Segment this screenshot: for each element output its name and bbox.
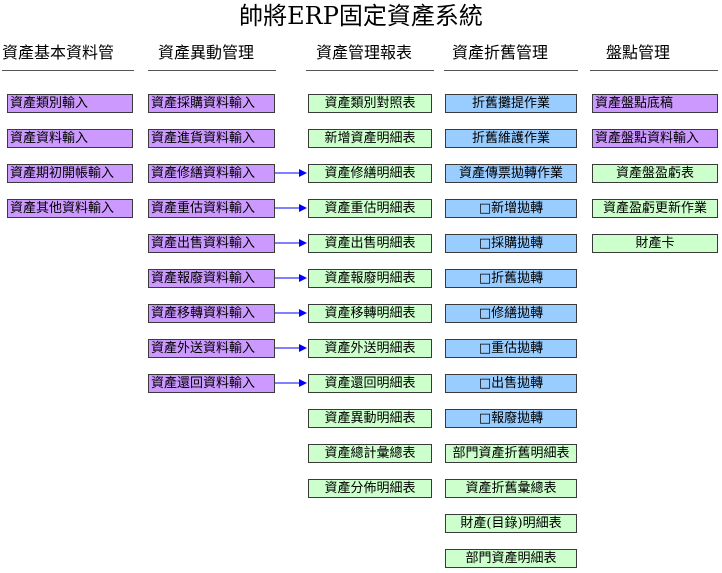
header-asset-changes: 資產異動管理 xyxy=(158,43,255,62)
header-depreciation: 資產折舊管理 xyxy=(452,43,549,62)
btn-gain-loss-update[interactable]: 資產盈虧更新作業 xyxy=(592,199,718,218)
btn-transfer-report[interactable]: 資產移轉明細表 xyxy=(308,304,432,323)
btn-total-summary-report[interactable]: 資產總計彙總表 xyxy=(308,444,432,463)
btn-other-data-input[interactable]: 資產其他資料輸入 xyxy=(7,199,133,218)
btn-send-out-report[interactable]: 資產外送明細表 xyxy=(308,339,432,358)
btn-repair-report[interactable]: 資產修繕明細表 xyxy=(308,164,432,183)
diagram-title: 帥將ERP固定資產系統 xyxy=(239,2,483,30)
header-inventory: 盤點管理 xyxy=(606,43,671,62)
btn-sale-report[interactable]: 資產出售明細表 xyxy=(308,234,432,253)
btn-asset-category-input[interactable]: 資產類別輸入 xyxy=(7,94,133,113)
btn-transfer-purchase[interactable]: □採購拋轉 xyxy=(445,234,577,253)
btn-property-card[interactable]: 財產卡 xyxy=(592,234,718,253)
btn-return-input[interactable]: 資產還回資料輸入 xyxy=(148,374,275,393)
header-rule xyxy=(306,70,434,71)
btn-transfer-new[interactable]: □新增拋轉 xyxy=(445,199,577,218)
btn-depreciation-run[interactable]: 折舊攤提作業 xyxy=(445,94,577,113)
btn-revaluation-input[interactable]: 資產重估資料輸入 xyxy=(148,199,275,218)
btn-distribution-report[interactable]: 資產分佈明細表 xyxy=(308,479,432,498)
header-rule xyxy=(2,70,134,71)
header-rule xyxy=(148,70,276,71)
header-basic-data: 資產基本資料管 xyxy=(2,43,115,62)
btn-repair-input[interactable]: 資產修繕資料輸入 xyxy=(148,164,275,183)
btn-transfer-depreciation[interactable]: □折舊拋轉 xyxy=(445,269,577,288)
btn-scrap-input[interactable]: 資產報廢資料輸入 xyxy=(148,269,275,288)
btn-inventory-data-input[interactable]: 資產盤點資料輸入 xyxy=(592,129,718,148)
btn-category-reference-report[interactable]: 資產類別對照表 xyxy=(308,94,432,113)
header-rule xyxy=(444,70,578,71)
btn-inventory-gain-loss-report[interactable]: 資產盤盈虧表 xyxy=(592,164,718,183)
btn-dept-depreciation-report[interactable]: 部門資產折舊明細表 xyxy=(445,444,577,463)
btn-send-out-input[interactable]: 資產外送資料輸入 xyxy=(148,339,275,358)
btn-transfer-repair[interactable]: □修繕拋轉 xyxy=(445,304,577,323)
btn-transfer-sale[interactable]: □出售拋轉 xyxy=(445,374,577,393)
btn-sale-input[interactable]: 資產出售資料輸入 xyxy=(148,234,275,253)
btn-asset-data-input[interactable]: 資產資料輸入 xyxy=(7,129,133,148)
btn-transfer-input[interactable]: 資產移轉資料輸入 xyxy=(148,304,275,323)
btn-receiving-input[interactable]: 資產進貨資料輸入 xyxy=(148,129,275,148)
btn-return-report[interactable]: 資產還回明細表 xyxy=(308,374,432,393)
btn-revaluation-report[interactable]: 資產重估明細表 xyxy=(308,199,432,218)
btn-opening-balance-input[interactable]: 資產期初開帳輸入 xyxy=(7,164,133,183)
btn-change-report[interactable]: 資產異動明細表 xyxy=(308,409,432,428)
header-rule xyxy=(590,70,718,71)
btn-new-asset-report[interactable]: 新增資產明細表 xyxy=(308,129,432,148)
header-reports: 資產管理報表 xyxy=(316,43,413,62)
btn-property-catalog-report[interactable]: 財產(目錄)明細表 xyxy=(445,514,577,533)
btn-dept-asset-report[interactable]: 部門資產明細表 xyxy=(445,549,577,568)
btn-depreciation-maintenance[interactable]: 折舊維護作業 xyxy=(445,129,577,148)
btn-transfer-scrap[interactable]: □報廢拋轉 xyxy=(445,409,577,428)
btn-voucher-transfer[interactable]: 資產傳票拋轉作業 xyxy=(445,164,577,183)
btn-purchase-input[interactable]: 資產採購資料輸入 xyxy=(148,94,275,113)
btn-depreciation-summary-report[interactable]: 資產折舊彙總表 xyxy=(445,479,577,498)
btn-transfer-revaluation[interactable]: □重估拋轉 xyxy=(445,339,577,358)
btn-inventory-draft[interactable]: 資產盤點底稿 xyxy=(592,94,718,113)
btn-scrap-report[interactable]: 資產報廢明細表 xyxy=(308,269,432,288)
